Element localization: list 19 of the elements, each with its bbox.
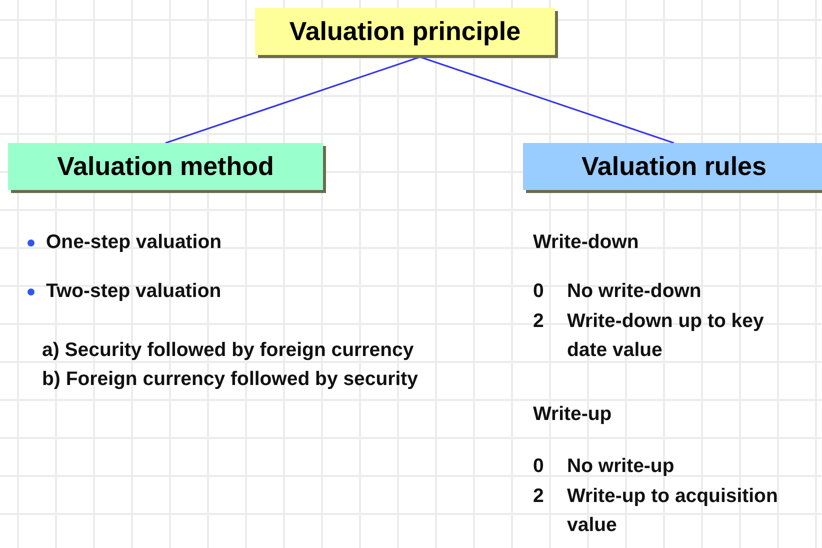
code-number: 0 (533, 454, 545, 479)
list-text: No write-up (567, 454, 676, 479)
list-text: Write-up to acquisition value (567, 484, 779, 538)
list-text: Write-down up to key date value (567, 309, 765, 363)
heading: Write-down (533, 230, 640, 255)
code-number: 0 (533, 279, 545, 304)
connector-line (165, 56, 420, 144)
code-number: 2 (533, 484, 545, 509)
list-text: No write-down (567, 279, 702, 304)
list-text: b) Foreign currency followed by security (42, 367, 419, 392)
heading: Write-up (533, 402, 613, 427)
list-text: One-step valuation (46, 230, 223, 255)
category-box: Valuation method (8, 143, 323, 190)
title-box: Valuation principle (255, 8, 555, 55)
category-box: Valuation rules (523, 143, 822, 190)
code-number: 2 (533, 309, 545, 334)
list-text: Two-step valuation (46, 279, 222, 304)
list-text: a) Security followed by foreign currency (42, 338, 415, 363)
connector-line (420, 56, 674, 144)
